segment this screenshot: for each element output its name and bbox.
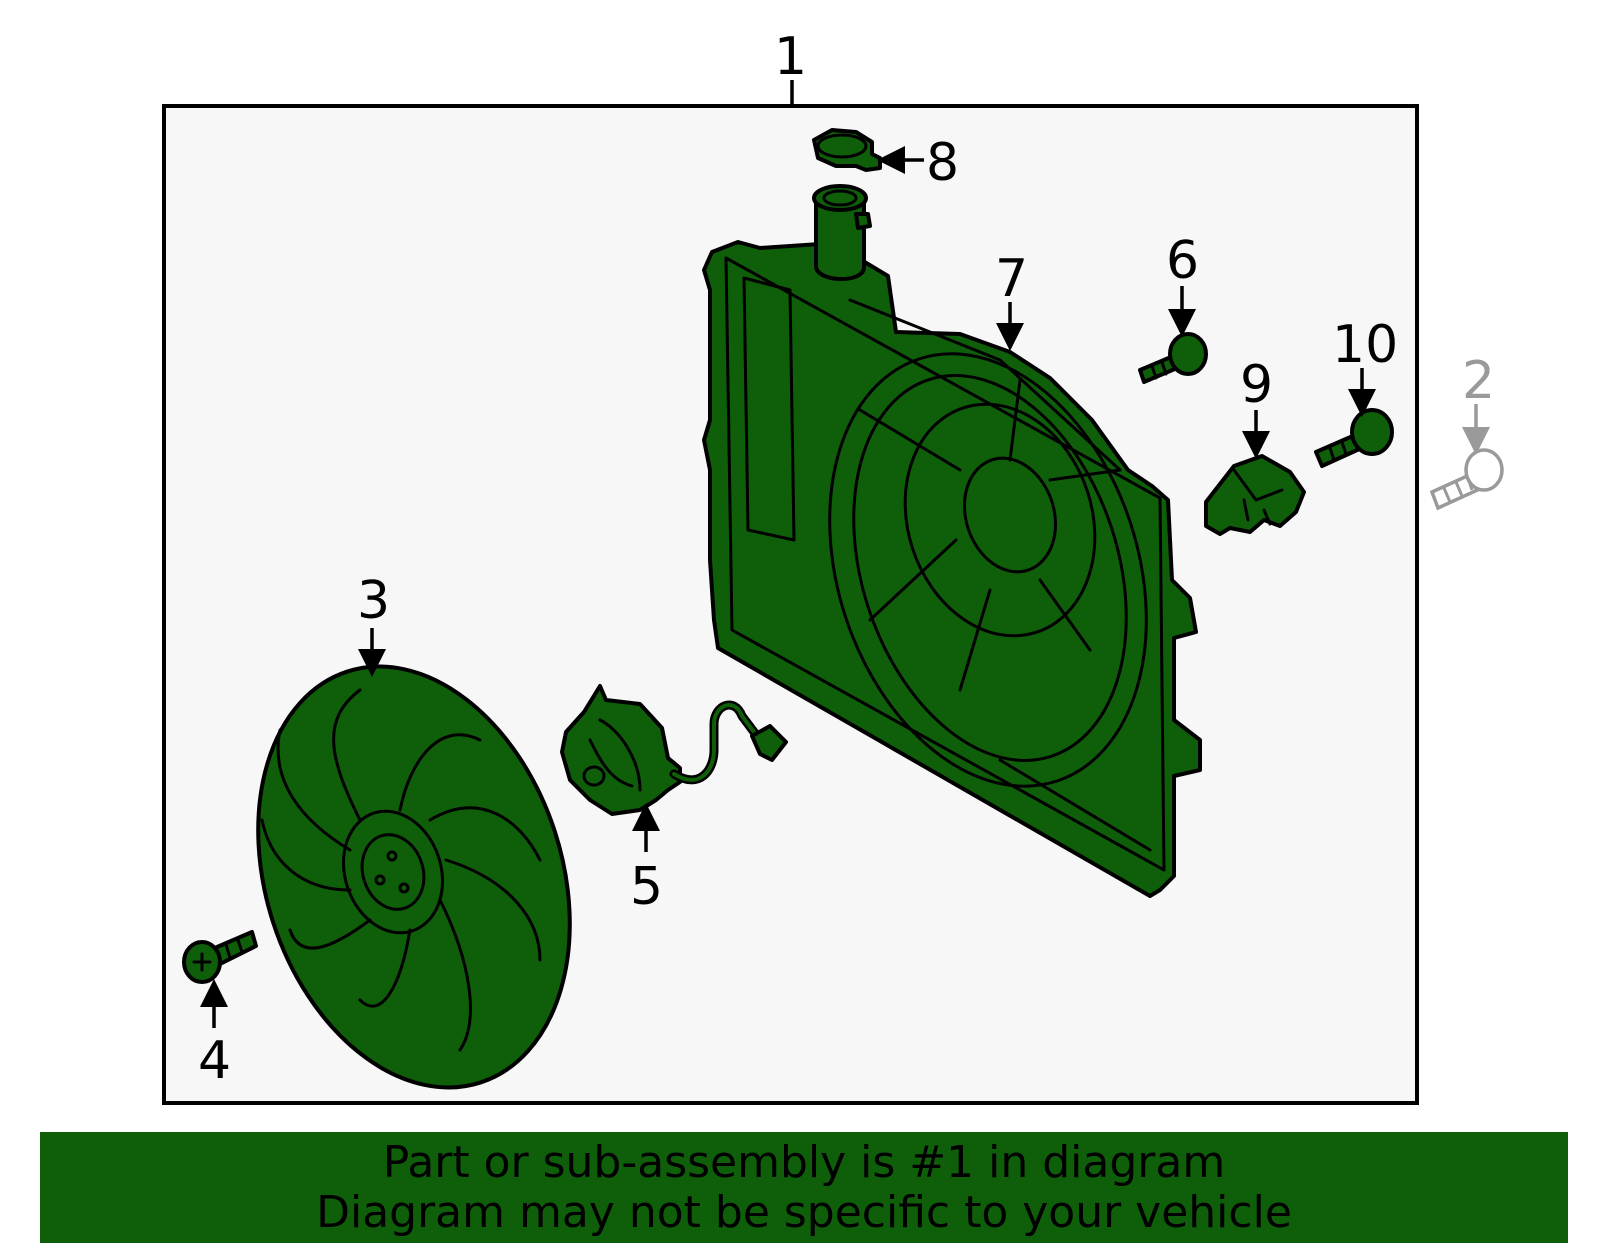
callout-4: 4 bbox=[198, 1031, 231, 1091]
callout-7: 7 bbox=[995, 249, 1028, 309]
bolt-2-reference bbox=[1429, 448, 1504, 511]
callout-5: 5 bbox=[630, 857, 663, 917]
callout-3: 3 bbox=[357, 571, 390, 631]
footer-line-2: Diagram may not be specific to your vehi… bbox=[316, 1186, 1292, 1238]
footer-line-1: Part or sub-assembly is #1 in diagram bbox=[382, 1136, 1226, 1188]
bolt-6 bbox=[1138, 332, 1208, 384]
fan-motor bbox=[560, 684, 788, 816]
callout-10: 10 bbox=[1332, 315, 1398, 375]
callout-9: 9 bbox=[1240, 355, 1273, 415]
callout-6: 6 bbox=[1166, 231, 1199, 291]
callout-8: 8 bbox=[926, 133, 959, 193]
screw-4 bbox=[182, 930, 258, 984]
bolt-10 bbox=[1314, 408, 1394, 468]
reservoir-cap bbox=[812, 128, 882, 172]
fan-blade bbox=[256, 664, 572, 1090]
resistor-9 bbox=[1204, 454, 1306, 536]
callout-2: 2 bbox=[1462, 351, 1495, 411]
footer-banner: Part or sub-assembly is #1 in diagram Di… bbox=[40, 1132, 1568, 1243]
callout-1: 1 bbox=[774, 27, 807, 87]
fan-shroud bbox=[702, 184, 1202, 898]
